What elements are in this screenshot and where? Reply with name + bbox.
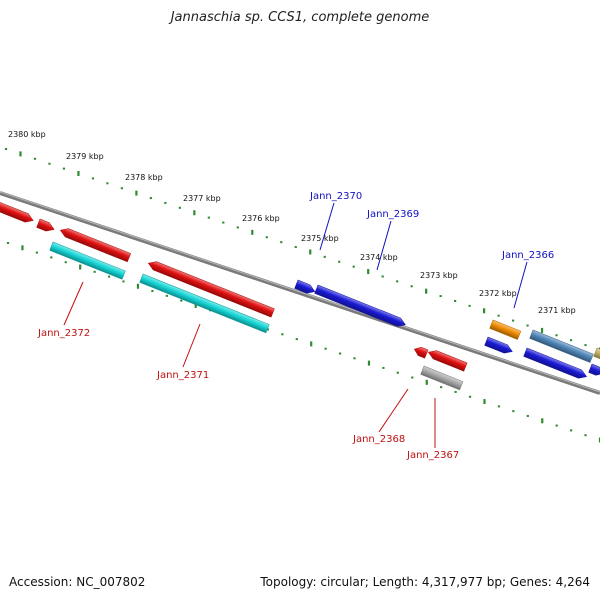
feature-arrow-red xyxy=(413,346,429,359)
feature-arrow-blue xyxy=(484,336,513,354)
kbp-tick-label: 2373 kbp xyxy=(420,271,458,280)
feature-shape xyxy=(0,199,34,223)
gene-callout-line xyxy=(513,261,528,309)
gene-label: Jann_2368 xyxy=(352,434,405,445)
gene-callout-line xyxy=(63,281,84,326)
feature-box-orange xyxy=(489,319,522,340)
feature-shape xyxy=(420,365,464,391)
feature-shape xyxy=(484,336,513,354)
feature-arrow-blue xyxy=(588,363,600,376)
feature-shape xyxy=(523,347,588,379)
feature-shape xyxy=(413,346,429,359)
accession-label: Accession: NC_007802 xyxy=(9,575,146,589)
feature-shape xyxy=(59,228,132,263)
feature-arrow-red xyxy=(0,199,34,223)
feature-arrow-red xyxy=(36,218,55,232)
inner-scale-track xyxy=(6,242,600,443)
gene-label: Jann_2370 xyxy=(309,191,362,202)
kbp-tick-label: 2376 kbp xyxy=(242,214,280,223)
feature-arrow-blue xyxy=(314,284,406,327)
gene-label: Jann_2371 xyxy=(156,370,209,381)
feature-box-steelblue xyxy=(529,329,594,363)
backbone-highlight xyxy=(0,191,600,393)
feature-shape xyxy=(139,273,270,334)
gene-callout-line xyxy=(182,323,201,368)
kbp-tick-label: 2375 kbp xyxy=(301,234,339,243)
feature-box-gray xyxy=(420,365,464,391)
feature-arrow-red xyxy=(147,261,275,318)
kbp-tick-label: 2372 kbp xyxy=(479,289,517,298)
gene-label: Jann_2367 xyxy=(406,450,459,461)
kbp-tick-label: 2378 kbp xyxy=(125,173,163,182)
feature-arrow-blue xyxy=(294,279,316,294)
feature-arrow-red xyxy=(427,350,468,372)
feature-shape xyxy=(427,350,468,372)
feature-shape xyxy=(588,363,600,376)
kbp-tick-label: 2380 kbp xyxy=(8,130,46,139)
kbp-tick-label: 2374 kbp xyxy=(360,253,398,262)
feature-box-cyan xyxy=(139,273,270,334)
kbp-tick-label: 2379 kbp xyxy=(66,152,104,161)
kbp-tick-label: 2371 kbp xyxy=(538,306,576,315)
genome-summary: Topology: circular; Length: 4,317,977 bp… xyxy=(260,575,590,589)
gene-label: Jann_2366 xyxy=(501,250,554,261)
feature-arrow-red xyxy=(59,228,132,263)
feature-shape xyxy=(147,261,275,318)
gene-callout-line xyxy=(376,220,392,271)
map-title: Jannaschia sp. CCS1, complete genome xyxy=(170,10,430,25)
gene-callout-line xyxy=(378,388,409,433)
feature-shape xyxy=(593,347,600,361)
gene-label: Jann_2372 xyxy=(37,328,90,339)
gene-callout-line xyxy=(319,202,335,251)
outer-scale-track xyxy=(4,148,600,353)
kbp-tick-label: 2377 kbp xyxy=(183,194,221,203)
feature-shape xyxy=(529,329,594,363)
feature-shape xyxy=(294,279,316,294)
feature-box-cyan xyxy=(49,241,126,280)
feature-shape xyxy=(489,319,522,340)
feature-shape xyxy=(49,241,126,280)
backbone-line xyxy=(0,191,600,395)
feature-box-tan xyxy=(593,347,600,361)
feature-arrow-blue xyxy=(523,347,588,379)
feature-shape xyxy=(314,284,406,327)
gene-label: Jann_2369 xyxy=(366,209,419,220)
feature-shape xyxy=(36,218,55,232)
